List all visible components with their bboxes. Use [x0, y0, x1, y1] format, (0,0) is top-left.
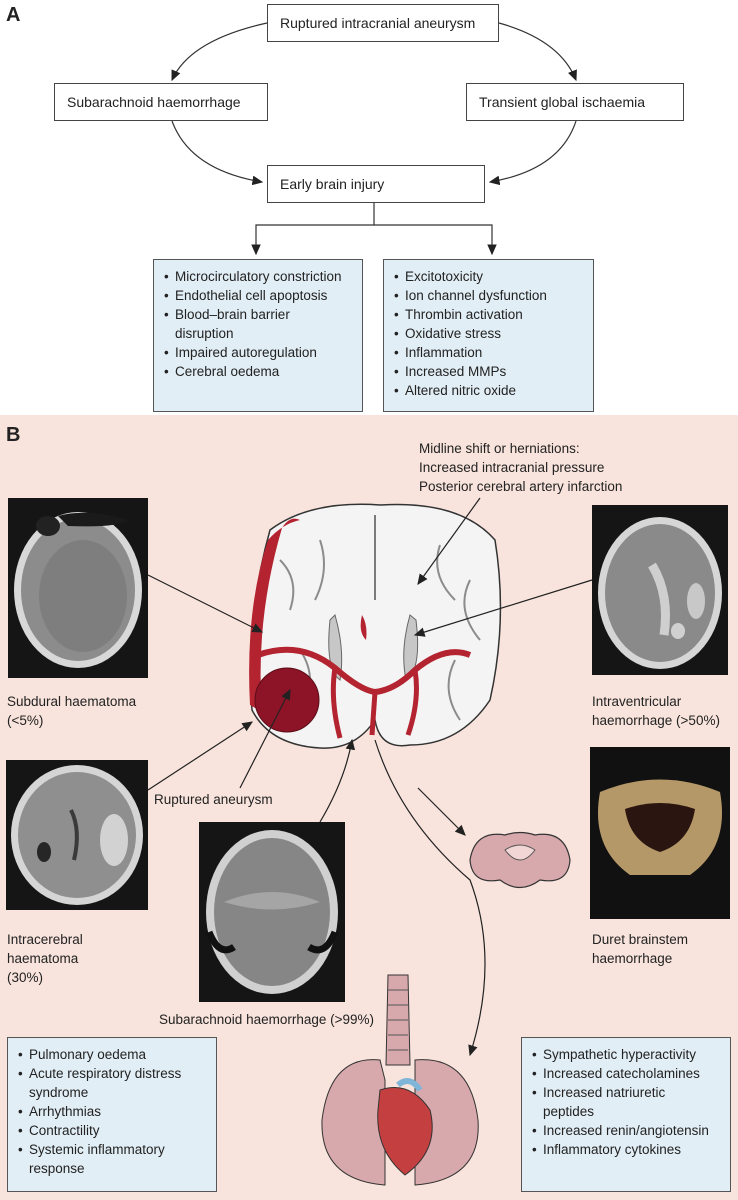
ruptured-aneurysm-caption: Ruptured aneurysm — [154, 792, 273, 807]
panel-b-right-list: Sympathetic hyperactivity Increased cate… — [521, 1037, 731, 1192]
ct-subarachnoid-haemorrhage — [199, 822, 345, 1002]
panel-a-label: A — [6, 4, 21, 26]
list-item: Blood–brain barrier disruption — [164, 305, 352, 343]
list-item: Increased catecholamines — [532, 1064, 720, 1083]
list-item: Altered nitric oxide — [394, 381, 583, 400]
list-item: Inflammation — [394, 343, 583, 362]
subdural-caption: Subdural haematoma (<5%) — [7, 694, 137, 728]
list-item: Arrhythmias — [18, 1102, 206, 1121]
list-item: Contractility — [18, 1121, 206, 1140]
node-subarachnoid-haemorrhage: Subarachnoid haemorrhage — [54, 83, 268, 121]
list-item-continuation: syndrome — [29, 1085, 89, 1100]
list-item: Thrombin activation — [394, 305, 583, 324]
list-item: Endothelial cell apoptosis — [164, 286, 352, 305]
panel-b-left-list: Pulmonary oedema Acute respiratory distr… — [7, 1037, 217, 1192]
duret-specimen-image — [590, 747, 730, 919]
panel-b-label: B — [6, 424, 21, 446]
list-item: Systemic inflammatory — [18, 1140, 206, 1159]
list-item: Microcirculatory constriction — [164, 267, 352, 286]
node-transient-global-ischaemia: Transient global ischaemia — [466, 83, 684, 121]
panel-a-left-list: Microcirculatory constriction Endothelia… — [153, 259, 363, 412]
list-item-continuation: response — [29, 1161, 85, 1176]
node-ruptured-aneurysm: Ruptured intracranial aneurysm — [267, 4, 499, 42]
ct-intracerebral-haematoma — [6, 760, 148, 910]
list-item: Impaired autoregulation — [164, 343, 352, 362]
list-item: Cerebral oedema — [164, 362, 352, 381]
thoracic-organs-illustration — [321, 974, 479, 1186]
brainstem-illustration — [469, 831, 571, 889]
panel-a-right-list: Excitotoxicity Ion channel dysfunction T… — [383, 259, 594, 412]
list-item: Increased renin/angiotensin — [532, 1121, 720, 1140]
ct-subdural-haematoma — [8, 498, 148, 678]
list-item: Excitotoxicity — [394, 267, 583, 286]
ct-intraventricular-haemorrhage — [592, 505, 728, 675]
list-item: Sympathetic hyperactivity — [532, 1045, 720, 1064]
midline-shift-caption: Midline shift or herniations: Increased … — [419, 441, 623, 494]
panel-a-arrows — [171, 22, 577, 256]
node-early-brain-injury: Early brain injury — [267, 165, 485, 203]
duret-caption: Duret brainstem haemorrhage — [592, 932, 689, 966]
list-item: Ion channel dysfunction — [394, 286, 583, 305]
intracerebral-caption: Intracerebral haematoma (30%) — [7, 932, 83, 985]
list-item: Inflammatory cytokines — [532, 1140, 720, 1159]
list-item: Increased MMPs — [394, 362, 583, 381]
list-item: Increased natriuretic peptides — [532, 1083, 720, 1121]
brain-illustration — [249, 503, 502, 749]
list-item: Acute respiratory distress — [18, 1064, 206, 1083]
intraventricular-caption: Intraventricular haemorrhage (>50%) — [592, 694, 720, 728]
list-item: Pulmonary oedema — [18, 1045, 206, 1064]
sah-caption: Subarachnoid haemorrhage (>99%) — [159, 1012, 375, 1027]
list-item: Oxidative stress — [394, 324, 583, 343]
